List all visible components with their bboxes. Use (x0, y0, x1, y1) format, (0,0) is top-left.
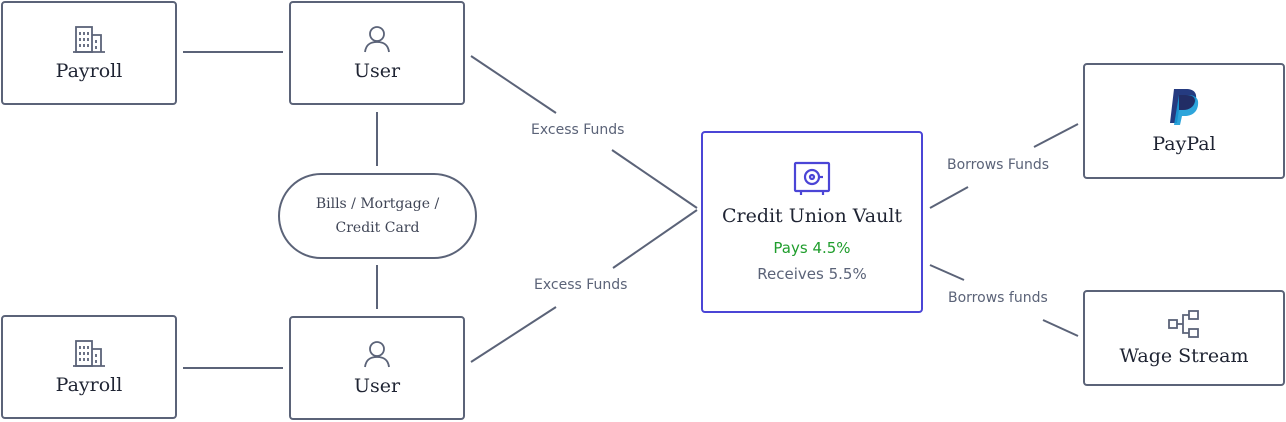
connector-borrows-paypal (1033, 123, 1079, 148)
building-icon (73, 340, 105, 367)
payroll-label-top: Payroll (55, 60, 123, 82)
connector-excess-vault-top (611, 149, 698, 209)
vault-label: Credit Union Vault (721, 205, 903, 227)
building-icon (73, 26, 105, 53)
bills-line-2: Credit Card (335, 220, 420, 236)
connector-excess-vault-bottom (612, 209, 698, 269)
credit-union-vault-node: Credit Union Vault Pays 4.5% Receives 5.… (701, 131, 923, 313)
paypal-node: PayPal (1083, 63, 1285, 179)
edge-label-borrows-wage: Borrows funds (946, 290, 1050, 306)
user-node-top: User (289, 1, 465, 105)
payroll-node-top: Payroll (1, 1, 177, 105)
payroll-node-bottom: Payroll (1, 315, 177, 419)
bills-node: Bills / Mortgage / Credit Card (278, 173, 477, 259)
connector-vault-borrows-wage (929, 264, 965, 281)
bills-text: Bills / Mortgage / Credit Card (316, 192, 439, 240)
vault-pays-rate: Pays 4.5% (773, 239, 851, 257)
edge-label-borrows-paypal: Borrows Funds (945, 157, 1052, 173)
safe-icon (793, 161, 831, 195)
connector-borrows-wage (1042, 319, 1079, 337)
connector-user-bottom-excess (470, 306, 557, 363)
user-icon (364, 26, 390, 53)
user-node-bottom: User (289, 316, 465, 420)
bills-line-1: Bills / Mortgage / (315, 196, 440, 212)
paypal-label: PayPal (1152, 133, 1216, 155)
vault-receives-rate: Receives 5.5% (757, 265, 867, 283)
payroll-label-bottom: Payroll (55, 374, 123, 396)
user-label-top: User (353, 60, 401, 82)
connector-vault-borrows-paypal (929, 186, 969, 209)
wage-stream-label: Wage Stream (1119, 345, 1249, 367)
wage-stream-node: Wage Stream (1083, 290, 1285, 386)
flow-icon (1168, 310, 1199, 338)
user-icon (364, 341, 390, 368)
edge-label-excess-bottom: Excess Funds (532, 277, 630, 293)
connector-user-top-excess (470, 55, 557, 114)
paypal-logo (1170, 89, 1199, 125)
user-label-bottom: User (353, 375, 401, 397)
edge-label-excess-top: Excess Funds (529, 122, 627, 138)
